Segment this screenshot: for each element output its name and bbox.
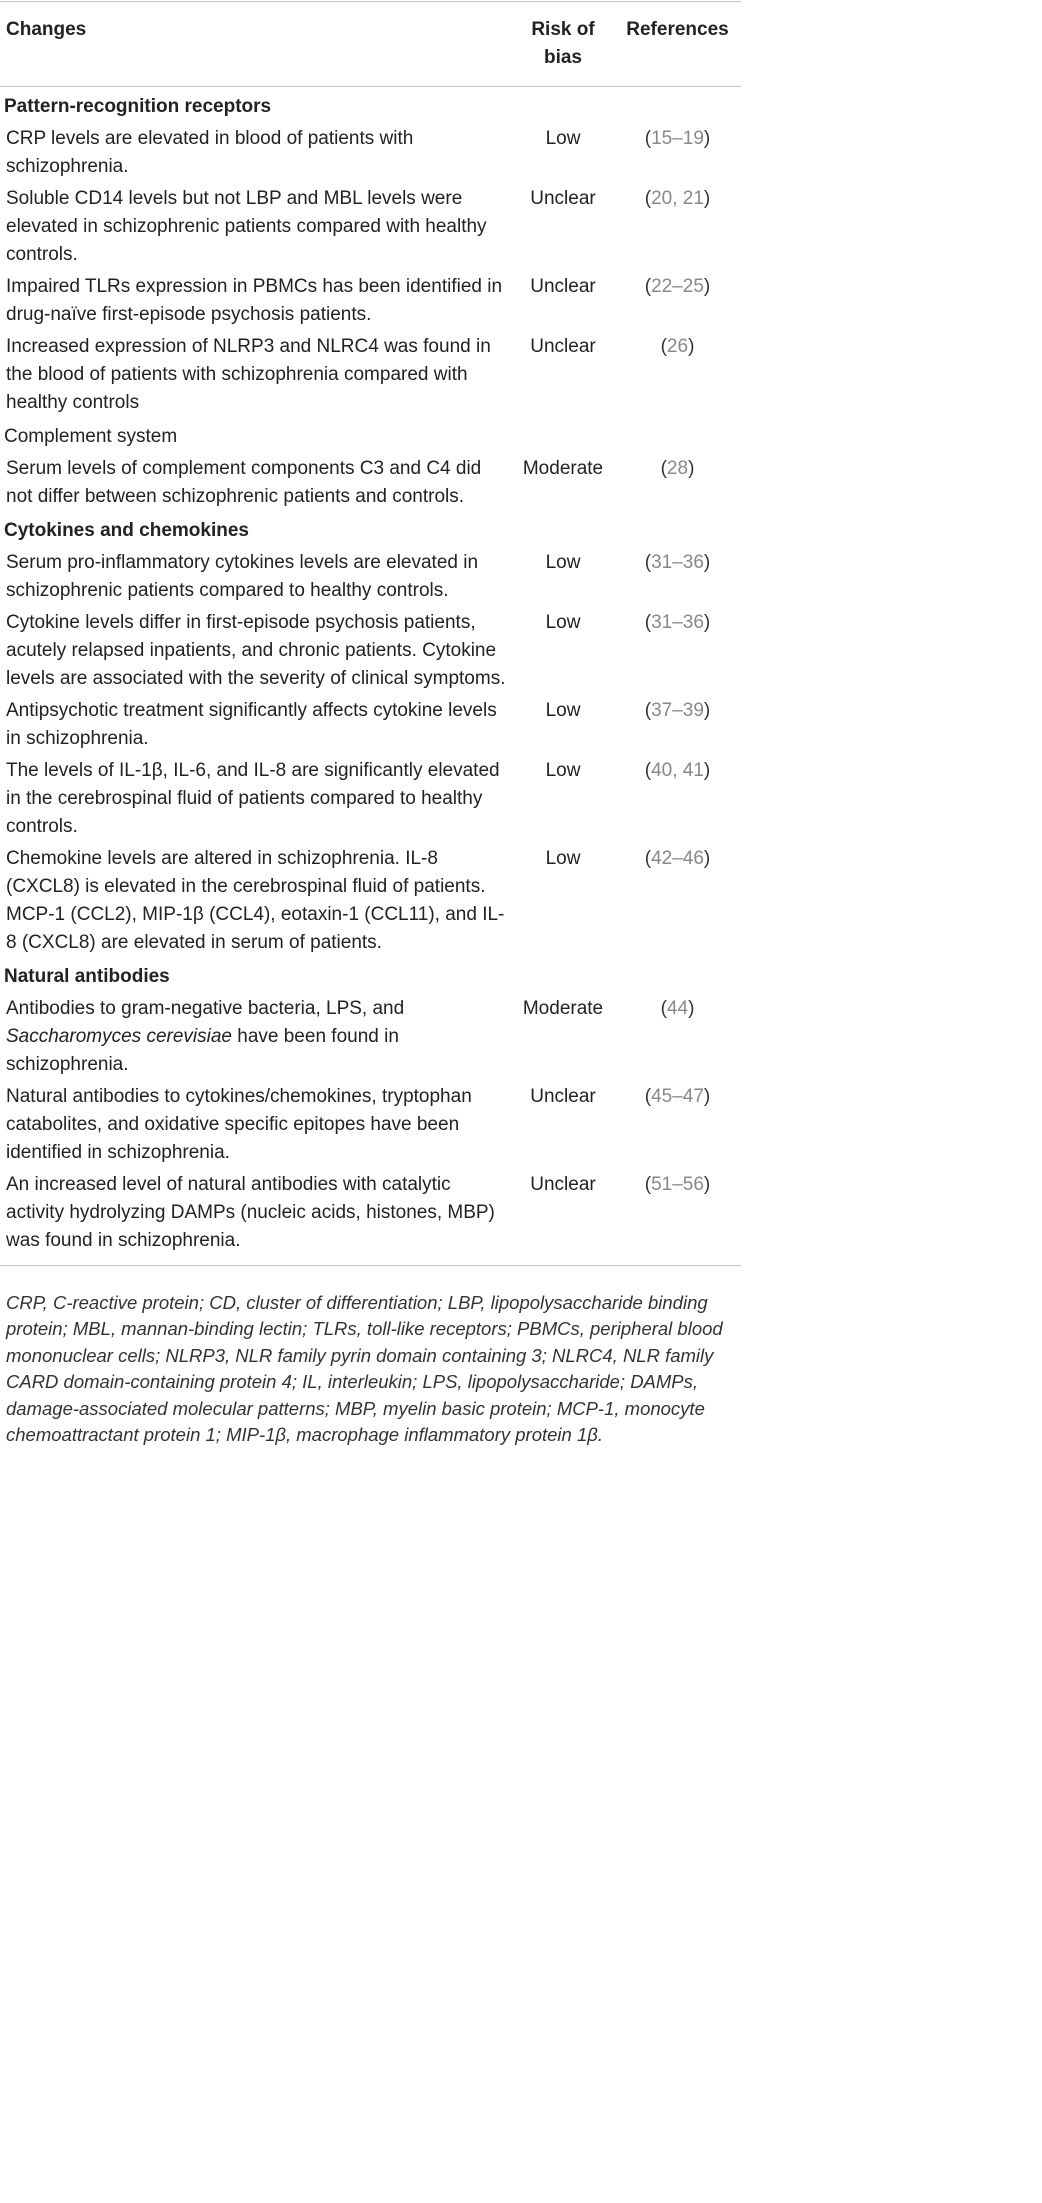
cell-references: (45–47) (644, 1086, 711, 1107)
cell-references: (44) (660, 998, 695, 1019)
top-rule (0, 1, 741, 2)
header-rule (0, 86, 741, 87)
cell-change: Cytokine levels differ in first-episode … (6, 612, 506, 689)
cell-risk-of-bias: Unclear (530, 1086, 596, 1107)
cell-references: (51–56) (644, 1174, 711, 1195)
cell-risk-of-bias: Low (545, 128, 581, 149)
table-row: Impaired TLRs expression in PBMCs has be… (0, 273, 741, 329)
table-row: Antibodies to gram-negative bacteria, LP… (0, 995, 741, 1079)
cell-risk-of-bias: Low (545, 612, 581, 633)
cell-risk-of-bias: Low (545, 552, 581, 573)
cell-risk-of-bias: Unclear (530, 336, 596, 357)
section-heading: Natural antibodies (4, 966, 170, 987)
table-row: An increased level of natural antibodies… (0, 1171, 741, 1255)
table-row: Antipsychotic treatment significantly af… (0, 697, 741, 753)
reference-numbers: 26 (666, 336, 689, 357)
cell-references: (15–19) (644, 128, 711, 149)
table-row: CRP levels are elevated in blood of pati… (0, 125, 741, 181)
reference-numbers: 22–25 (651, 276, 704, 297)
header-references: References (626, 19, 729, 40)
cell-change: Antibodies to gram-negative bacteria, LP… (6, 998, 405, 1075)
bottom-rule (0, 1265, 741, 1266)
cell-change: Serum pro-inflammatory cytokines levels … (6, 552, 479, 601)
table-row: Cytokine levels differ in first-episode … (0, 609, 741, 693)
section-heading: Complement system (4, 426, 178, 447)
cell-risk-of-bias: Unclear (530, 1174, 596, 1195)
cell-references: (31–36) (644, 612, 711, 633)
table-row: Increased expression of NLRP3 and NLRC4 … (0, 333, 741, 417)
cell-references: (26) (660, 336, 695, 357)
reference-numbers: 20, 21 (651, 188, 704, 209)
cell-change: Natural antibodies to cytokines/chemokin… (6, 1086, 472, 1163)
section-heading: Pattern-recognition receptors (4, 96, 272, 117)
cell-references: (22–25) (644, 276, 711, 297)
cell-change: Soluble CD14 levels but not LBP and MBL … (6, 188, 487, 265)
table-row: The levels of IL-1β, IL-6, and IL-8 are … (0, 757, 741, 841)
header-risk-of-bias: Risk of bias (531, 19, 595, 68)
section-heading: Cytokines and chemokines (4, 520, 249, 541)
table-row: Natural antibodies to cytokines/chemokin… (0, 1083, 741, 1167)
cell-risk-of-bias: Unclear (530, 188, 596, 209)
table-footnote: CRP, C-reactive protein; CD, cluster of … (6, 1292, 723, 1446)
table-row: Soluble CD14 levels but not LBP and MBL … (0, 185, 741, 269)
cell-risk-of-bias: Low (545, 848, 581, 869)
cell-risk-of-bias: Unclear (530, 276, 596, 297)
reference-numbers: 40, 41 (651, 760, 704, 781)
cell-change: Increased expression of NLRP3 and NLRC4 … (6, 336, 491, 413)
cell-risk-of-bias: Low (545, 700, 581, 721)
cell-references: (40, 41) (644, 760, 711, 781)
reference-numbers: 31–36 (651, 552, 704, 573)
cell-references: (37–39) (644, 700, 711, 721)
cell-risk-of-bias: Moderate (522, 998, 604, 1019)
table-header: Changes Risk of bias References (0, 2, 741, 86)
table-row: Chemokine levels are altered in schizoph… (0, 845, 741, 957)
reference-numbers: 31–36 (651, 612, 704, 633)
cell-change: CRP levels are elevated in blood of pati… (6, 128, 414, 177)
cell-references: (28) (660, 458, 695, 479)
reference-numbers: 44 (666, 998, 689, 1019)
table-row: Serum levels of complement components C3… (0, 455, 741, 511)
reference-numbers: 37–39 (651, 700, 704, 721)
header-changes: Changes (6, 19, 87, 40)
cell-change: Serum levels of complement components C3… (6, 458, 482, 507)
cell-references: (20, 21) (644, 188, 711, 209)
cell-references: (42–46) (644, 848, 711, 869)
reference-numbers: 51–56 (651, 1174, 704, 1195)
cell-change: Antipsychotic treatment significantly af… (6, 700, 497, 749)
table-row: Serum pro-inflammatory cytokines levels … (0, 549, 741, 605)
reference-numbers: 28 (666, 458, 689, 479)
cell-risk-of-bias: Moderate (522, 458, 604, 479)
reference-numbers: 45–47 (651, 1086, 704, 1107)
cell-change: An increased level of natural antibodies… (6, 1174, 495, 1251)
cell-change: Chemokine levels are altered in schizoph… (6, 848, 505, 953)
cell-change: Impaired TLRs expression in PBMCs has be… (6, 276, 503, 325)
table-figure: Changes Risk of bias References Pattern-… (0, 0, 741, 1448)
reference-numbers: 42–46 (651, 848, 704, 869)
cell-risk-of-bias: Low (545, 760, 581, 781)
cell-change: The levels of IL-1β, IL-6, and IL-8 are … (6, 760, 500, 837)
cell-references: (31–36) (644, 552, 711, 573)
reference-numbers: 15–19 (651, 128, 704, 149)
